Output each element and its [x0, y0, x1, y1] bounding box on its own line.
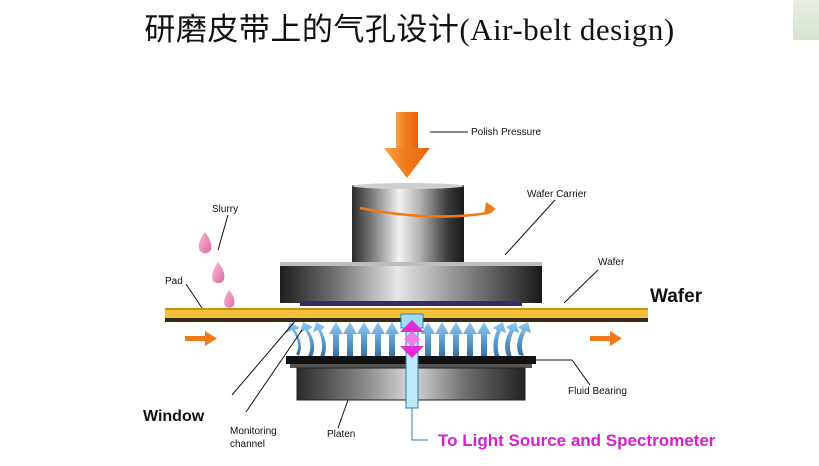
- platen-label: Platen: [327, 429, 355, 440]
- belt-motion-left-arrow-icon: [185, 331, 217, 346]
- monitoring-label-line2: channel: [230, 439, 265, 450]
- window-leader: [231, 319, 297, 396]
- pad-label: Pad: [165, 276, 183, 287]
- wafer-carrier-leader: [504, 199, 556, 256]
- slurry-leader: [217, 214, 229, 251]
- polish-pressure-arrow-icon: [384, 112, 430, 178]
- pad-leader: [185, 283, 203, 309]
- light-path-leader: [411, 408, 428, 441]
- belt-motion-right-arrow-icon: [590, 331, 622, 346]
- slurry-label: Slurry: [212, 204, 238, 215]
- monitoring-label-line1: Monitoring: [230, 426, 277, 437]
- optical-signal-arrow-icon: [400, 320, 424, 358]
- rotation-arrowhead-icon: [484, 202, 496, 214]
- window-label: Window: [143, 408, 205, 425]
- fluid-bearing-leader-b: [571, 359, 591, 386]
- wafer-big-label: Wafer: [650, 286, 703, 307]
- light-source-label: To Light Source and Spectrometer: [438, 431, 716, 450]
- polish-pressure-label: Polish Pressure: [471, 127, 541, 138]
- wafer-carrier-label: Wafer Carrier: [527, 189, 587, 200]
- slide-title: 研磨皮带上的气孔设计(Air-belt design): [144, 12, 675, 47]
- air-jets-icon: [286, 322, 531, 358]
- monitoring-channel-leader: [245, 329, 303, 413]
- wafer-carrier: [280, 183, 542, 306]
- platen-leader: [337, 399, 349, 429]
- slurry-drops-icon: [198, 232, 235, 308]
- slide-corner-decoration: [793, 0, 819, 40]
- wafer-small-leader: [563, 269, 599, 304]
- wafer-small-label: Wafer: [598, 257, 625, 268]
- fluid-bearing-label: Fluid Bearing: [568, 386, 627, 397]
